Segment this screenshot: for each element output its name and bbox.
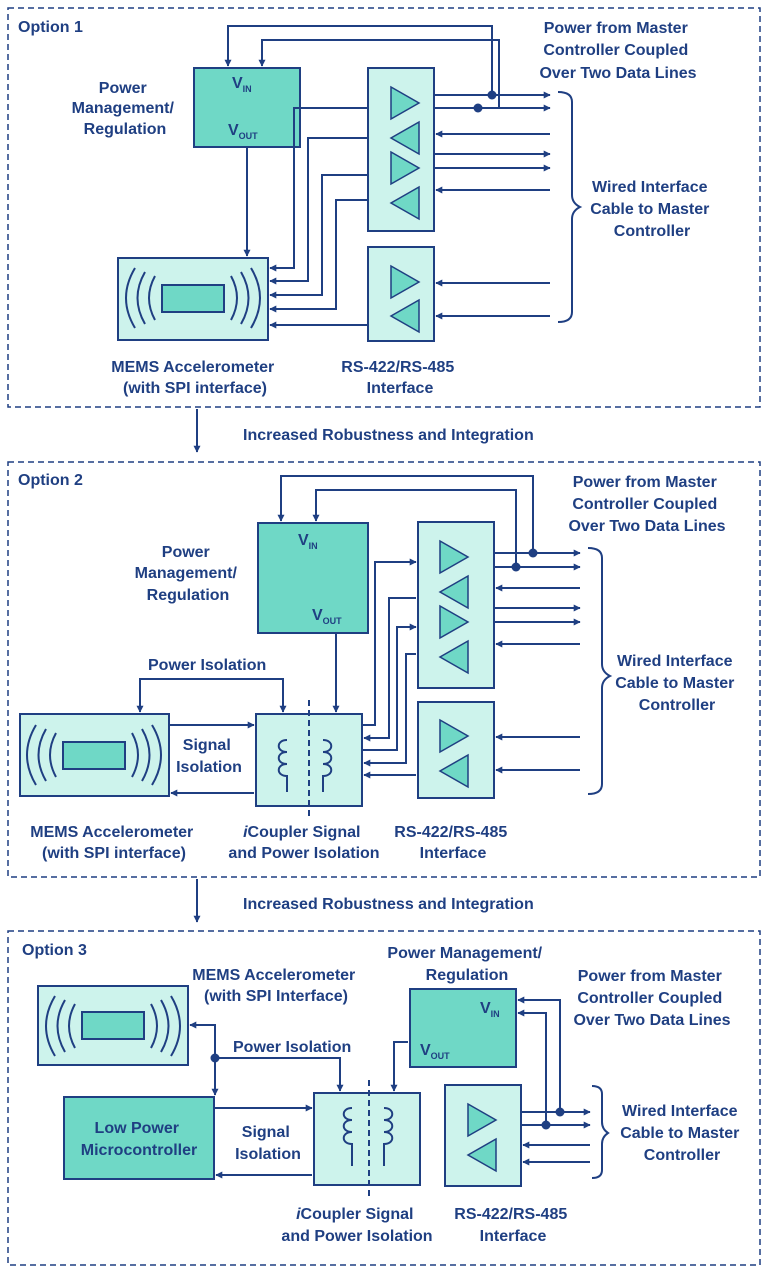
option2-frame <box>7 461 761 878</box>
connector1-label: Increased Robustness and Integration <box>243 427 534 444</box>
option3-junction-dot-icon <box>555 1107 565 1117</box>
option3-triangle-buffer-icons <box>466 1102 498 1173</box>
option3-transformer-coil-icon <box>342 1107 394 1166</box>
option3-vin-label: VIN <box>480 1000 500 1019</box>
option2-transformer-coil-icon <box>277 739 333 792</box>
option2-sensor-arcs-icon <box>26 724 162 786</box>
option2-mems-label: MEMS Accelerometer (with SPI interface) <box>30 824 197 862</box>
option2-master-power-label: Power from Master Controller Coupled Ove… <box>568 474 725 535</box>
option2-mems-chip <box>62 741 126 770</box>
option1-mems-label: MEMS Accelerometer (with SPI interface) <box>111 359 278 397</box>
option1-mems-chip <box>161 284 225 313</box>
option1-junction-dot-icon <box>473 103 483 113</box>
option3-microcontroller-label: Low Power Microcontroller <box>81 1120 197 1159</box>
option1-cable-label: Wired Interface Cable to Master Controll… <box>590 179 714 240</box>
option3-microcontroller-box <box>63 1096 215 1180</box>
option2-junction-dot-icon <box>528 548 538 558</box>
option2-junction-dot-icon <box>511 562 521 572</box>
option1-junction-dot-icon <box>487 90 497 100</box>
option1-rs-label: RS-422/RS-485 Interface <box>341 359 458 397</box>
option2-power-isolation-label: Power Isolation <box>148 657 266 674</box>
option3-panel: Option 3 Low Power Microcontroller VIN V… <box>7 930 761 1266</box>
option2-wires <box>136 475 613 797</box>
option3-title: Option 3 <box>22 942 87 959</box>
option3-icoupler-label: iCoupler Signal and Power Isolation <box>281 1206 432 1245</box>
option3-vout-label: VOUT <box>420 1042 450 1061</box>
option1-master-power-label: Power from Master Controller Coupled Ove… <box>539 20 696 82</box>
option1-vout-label: VOUT <box>228 122 258 141</box>
option3-icoupler-box <box>313 1092 421 1186</box>
option3-frame <box>7 930 761 1266</box>
option2-vin-label: VIN <box>298 532 318 551</box>
option1-power-label: Power Management/ Regulation <box>72 80 179 138</box>
option2-transceiver-lower-box <box>417 701 495 799</box>
option1-frame <box>7 7 761 408</box>
option1-panel: Option 1 VIN VOUT Power Management/ Regu… <box>7 7 761 408</box>
option3-mems-label: MEMS Accelerometer (with SPI Interface) <box>192 967 359 1005</box>
option1-transceiver-lower-box <box>367 246 435 342</box>
option2-triangle-buffer-icons-lower <box>438 718 470 789</box>
option3-sensor-arcs-icon <box>45 995 181 1057</box>
option2-power-label: Power Management/ Regulation <box>135 544 242 604</box>
option3-wires <box>189 996 610 1179</box>
option3-master-power-label: Power from Master Controller Coupled Ove… <box>573 968 730 1029</box>
option1-triangle-buffer-icons-lower <box>389 264 421 334</box>
option1-wires <box>224 25 583 329</box>
option3-junction-dot-icon <box>541 1120 551 1130</box>
option2-power-regulator-box <box>257 522 369 634</box>
option3-signal-isolation-label: Signal Isolation <box>235 1124 301 1163</box>
option2-panel: Option 2 VIN VOUT Power Management/ Regu… <box>7 461 761 878</box>
option3-mems-chip <box>81 1011 145 1040</box>
option3-power-isolation-label: Power Isolation <box>233 1039 351 1056</box>
option3-transceiver-box <box>444 1084 522 1187</box>
option1-triangle-buffer-icons <box>389 85 421 221</box>
option2-icoupler-label: iCoupler Signal and Power Isolation <box>228 824 379 862</box>
option2-title: Option 2 <box>18 472 83 489</box>
option3-junction-dot-icon <box>210 1053 220 1063</box>
option2-triangle-buffer-icons <box>438 539 470 675</box>
option1-title: Option 1 <box>18 19 83 36</box>
option3-power-label: Power Management/ Regulation <box>387 945 546 984</box>
option3-rs-label: RS-422/RS-485 Interface <box>454 1206 571 1245</box>
option1-vin-label: VIN <box>232 75 252 94</box>
connector2-label: Increased Robustness and Integration <box>243 896 534 913</box>
option2-cable-label: Wired Interface Cable to Master Controll… <box>615 653 739 714</box>
option2-signal-isolation-label: Signal Isolation <box>176 737 242 776</box>
option2-vout-label: VOUT <box>312 607 342 626</box>
option3-cable-label: Wired Interface Cable to Master Controll… <box>620 1103 744 1164</box>
option3-power-regulator-box <box>409 988 517 1068</box>
option2-rs-label: RS-422/RS-485 Interface <box>394 824 511 862</box>
option1-sensor-arcs-icon <box>125 267 261 329</box>
